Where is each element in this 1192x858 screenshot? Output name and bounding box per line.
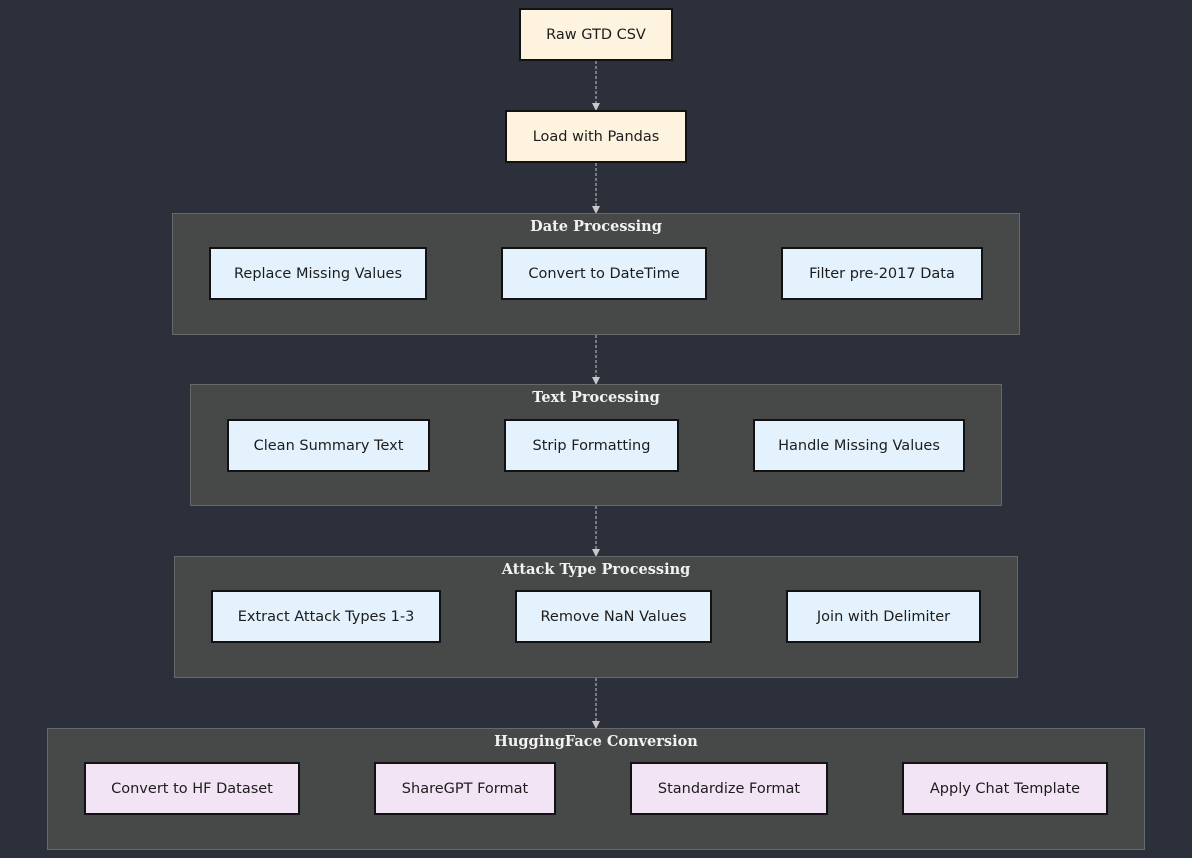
node-sharegpt-format: ShareGPT Format bbox=[374, 762, 556, 815]
group-title-attack-type-processing: Attack Type Processing bbox=[501, 561, 691, 578]
node-convert-to-datetime: Convert to DateTime bbox=[501, 247, 707, 300]
node-raw-csv: Raw GTD CSV bbox=[519, 8, 673, 61]
node-remove-nan-values: Remove NaN Values bbox=[515, 590, 712, 643]
group-title-huggingface-conversion: HuggingFace Conversion bbox=[494, 733, 698, 750]
node-filter-pre-2017: Filter pre-2017 Data bbox=[781, 247, 983, 300]
node-handle-missing-values: Handle Missing Values bbox=[753, 419, 965, 472]
node-extract-attack-types: Extract Attack Types 1-3 bbox=[211, 590, 441, 643]
node-join-with-delimiter: Join with Delimiter bbox=[786, 590, 981, 643]
group-title-text-processing: Text Processing bbox=[532, 389, 660, 406]
node-load-pandas: Load with Pandas bbox=[505, 110, 687, 163]
node-apply-chat-template: Apply Chat Template bbox=[902, 762, 1108, 815]
group-title-date-processing: Date Processing bbox=[530, 218, 662, 235]
node-standardize-format: Standardize Format bbox=[630, 762, 828, 815]
node-strip-formatting: Strip Formatting bbox=[504, 419, 679, 472]
node-replace-missing-values: Replace Missing Values bbox=[209, 247, 427, 300]
node-convert-to-hf-dataset: Convert to HF Dataset bbox=[84, 762, 300, 815]
node-clean-summary-text: Clean Summary Text bbox=[227, 419, 430, 472]
